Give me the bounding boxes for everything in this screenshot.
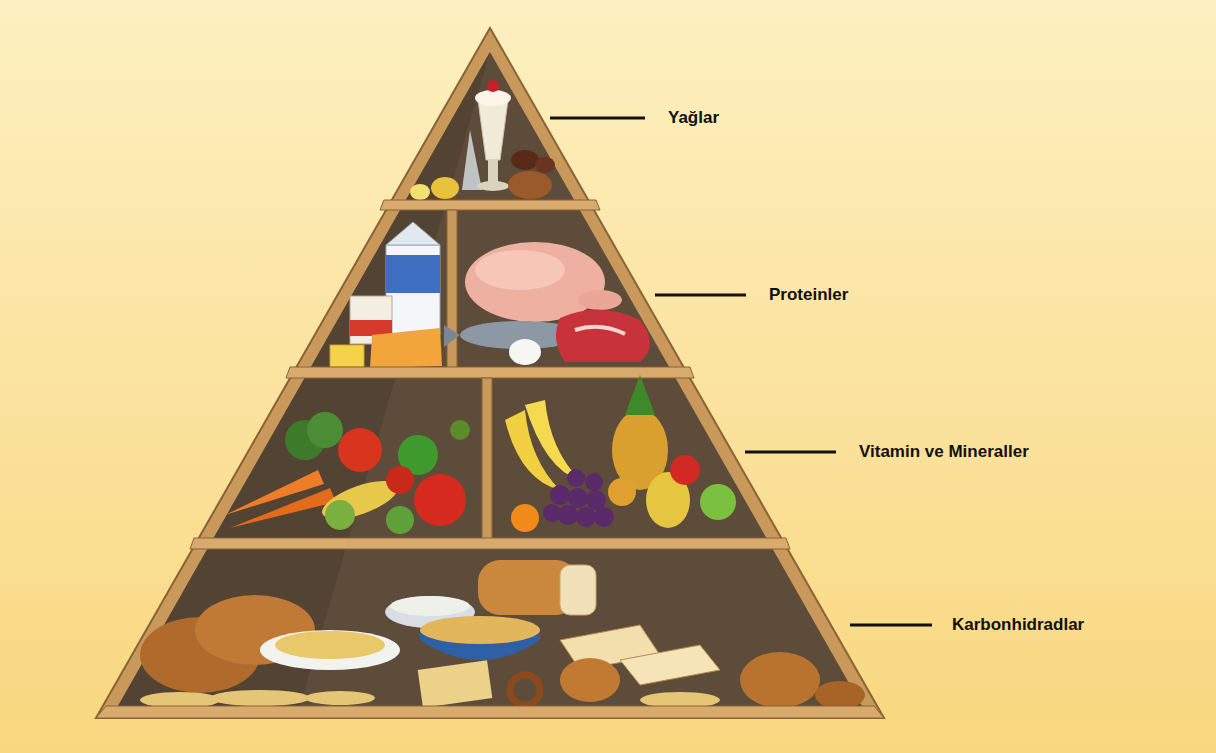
tier-label: Proteinler (769, 285, 848, 305)
tier-label: Karbonhidradlar (952, 615, 1084, 635)
tier-label: Vitamin ve Mineraller (859, 442, 1029, 462)
tier-label: Yağlar (668, 108, 719, 128)
leader-lines (550, 118, 932, 625)
